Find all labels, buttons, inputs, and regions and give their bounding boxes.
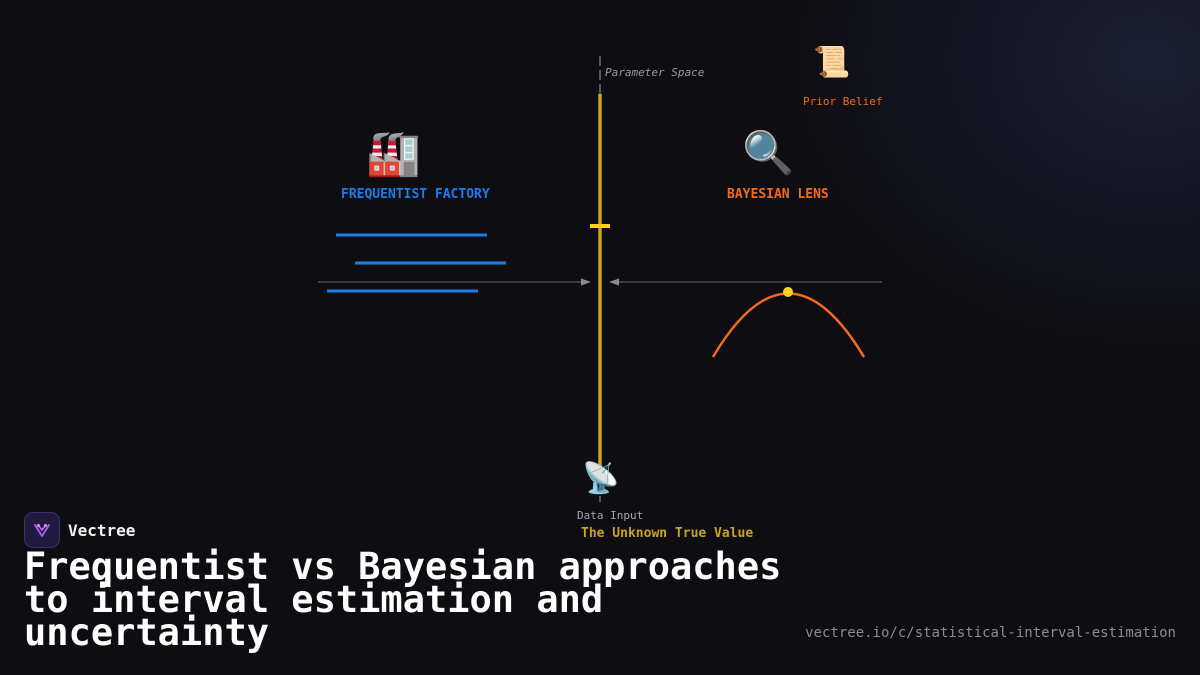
posterior-peak-dot (783, 287, 793, 297)
satellite-antenna-icon: 📡 (582, 461, 620, 496)
vectree-logo-icon (24, 512, 60, 548)
data-input-label: Data Input (577, 509, 644, 522)
scroll-icon: 📜 (813, 45, 851, 80)
parameter-space-label: Parameter Space (605, 66, 705, 79)
frequentist-factory-label: FREQUENTIST FACTORY (341, 187, 490, 202)
true-value-label: The Unknown True Value (581, 526, 754, 541)
page-title: Frequentist vs Bayesian approaches to in… (24, 545, 782, 654)
right-arrow-head (609, 278, 619, 286)
bayesian-lens-label: BAYESIAN LENS (727, 187, 829, 202)
brand: Vectree (24, 512, 135, 548)
brand-name: Vectree (68, 520, 136, 540)
bayesian-posterior-curve (711, 292, 866, 358)
factory-icon: 🏭 (366, 128, 421, 179)
prior-belief-label: Prior Belief (803, 95, 883, 108)
source-url: vectree.io/c/statistical-interval-estima… (805, 625, 1176, 641)
left-arrow-head (581, 278, 591, 286)
magnifier-icon: 🔍 (742, 128, 795, 177)
